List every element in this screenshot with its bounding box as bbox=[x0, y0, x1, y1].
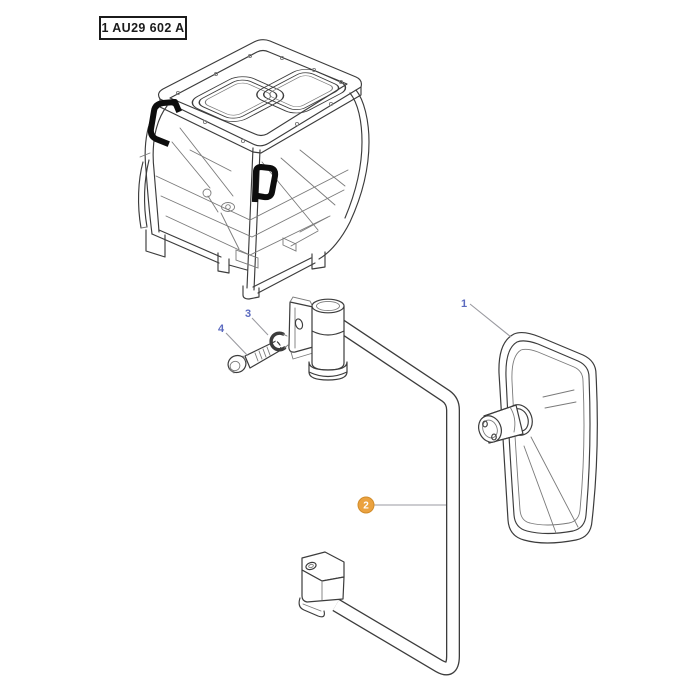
mirror-arm-drawing bbox=[288, 296, 460, 676]
roof-hatch-rear bbox=[256, 69, 347, 114]
mirror-mount-bracket-left bbox=[147, 99, 182, 147]
mirror-mount-bracket-center bbox=[251, 164, 279, 203]
callout-3-number[interactable]: 3 bbox=[245, 308, 251, 320]
cab-interior-lines bbox=[155, 127, 349, 269]
mirror-reflection-lines bbox=[523, 389, 579, 534]
roof-screws bbox=[175, 53, 344, 144]
arm-pivot-bracket bbox=[288, 301, 314, 353]
callout-4-number[interactable]: 4 bbox=[218, 323, 225, 335]
callout-4-leader bbox=[225, 332, 249, 357]
washer-drawing bbox=[269, 331, 289, 352]
mirror-head-drawing bbox=[478, 331, 598, 544]
callout-1-leader bbox=[469, 303, 512, 338]
callout-3-leader bbox=[251, 317, 269, 336]
roof-hatch-front bbox=[191, 76, 285, 122]
tractor-cab-drawing bbox=[137, 39, 370, 300]
arm-pivot-cylinder bbox=[308, 298, 348, 381]
callout-4[interactable]: 4 bbox=[218, 323, 249, 357]
callout-2-badge[interactable] bbox=[357, 496, 375, 514]
callout-1-number[interactable]: 1 bbox=[461, 298, 467, 310]
reference-label-box: 1 AU29 602 A bbox=[99, 16, 187, 40]
callout-2-number[interactable]: 2 bbox=[363, 501, 369, 512]
reference-label: 1 AU29 602 A bbox=[101, 21, 185, 35]
callout-3[interactable]: 3 bbox=[245, 308, 269, 336]
callout-1[interactable]: 1 bbox=[461, 298, 512, 338]
mirror-clamp bbox=[478, 404, 533, 444]
arm-lower-bracket bbox=[298, 551, 345, 618]
callout-2[interactable]: 2 bbox=[357, 496, 446, 514]
